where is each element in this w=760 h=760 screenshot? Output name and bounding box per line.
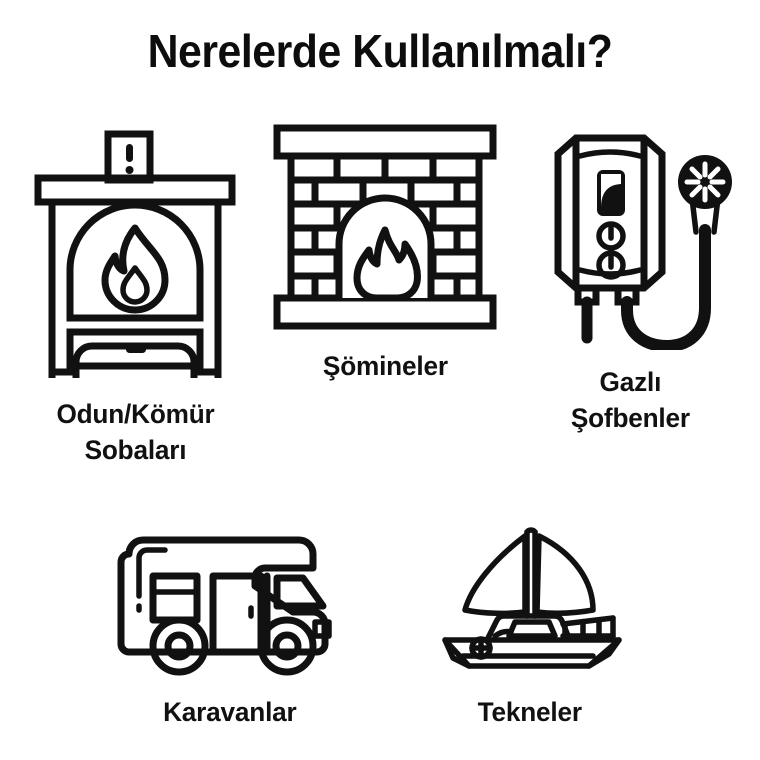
item-label: Gazlı Şofbenler	[570, 367, 690, 434]
fireplace-icon	[267, 120, 503, 334]
page-title: Nerelerde Kullanılmalı?	[147, 25, 613, 77]
item-gas-water-heaters[interactable]: Gazlı Şofbenler	[510, 120, 750, 469]
item-wood-coal-stove[interactable]: Odun/Kömür Sobaları	[10, 120, 260, 469]
item-label: Karavanlar	[163, 697, 297, 727]
caravan-icon	[117, 520, 343, 680]
icon-row-top: Odun/Kömür Sobaları	[0, 120, 760, 469]
wood-coal-stove-icon	[30, 120, 240, 390]
item-label: Tekneler	[477, 697, 583, 727]
item-fireplaces[interactable]: Şömineler	[260, 120, 510, 469]
item-boats[interactable]: Tekneler	[380, 520, 680, 730]
icon-row-bottom: Karavanlar	[0, 520, 760, 730]
item-label: Odun/Kömür Sobaları	[55, 399, 215, 466]
boat-icon	[423, 520, 637, 678]
gas-water-heater-icon	[524, 120, 736, 350]
item-label: Şömineler	[322, 351, 448, 381]
item-caravans[interactable]: Karavanlar	[80, 520, 380, 730]
